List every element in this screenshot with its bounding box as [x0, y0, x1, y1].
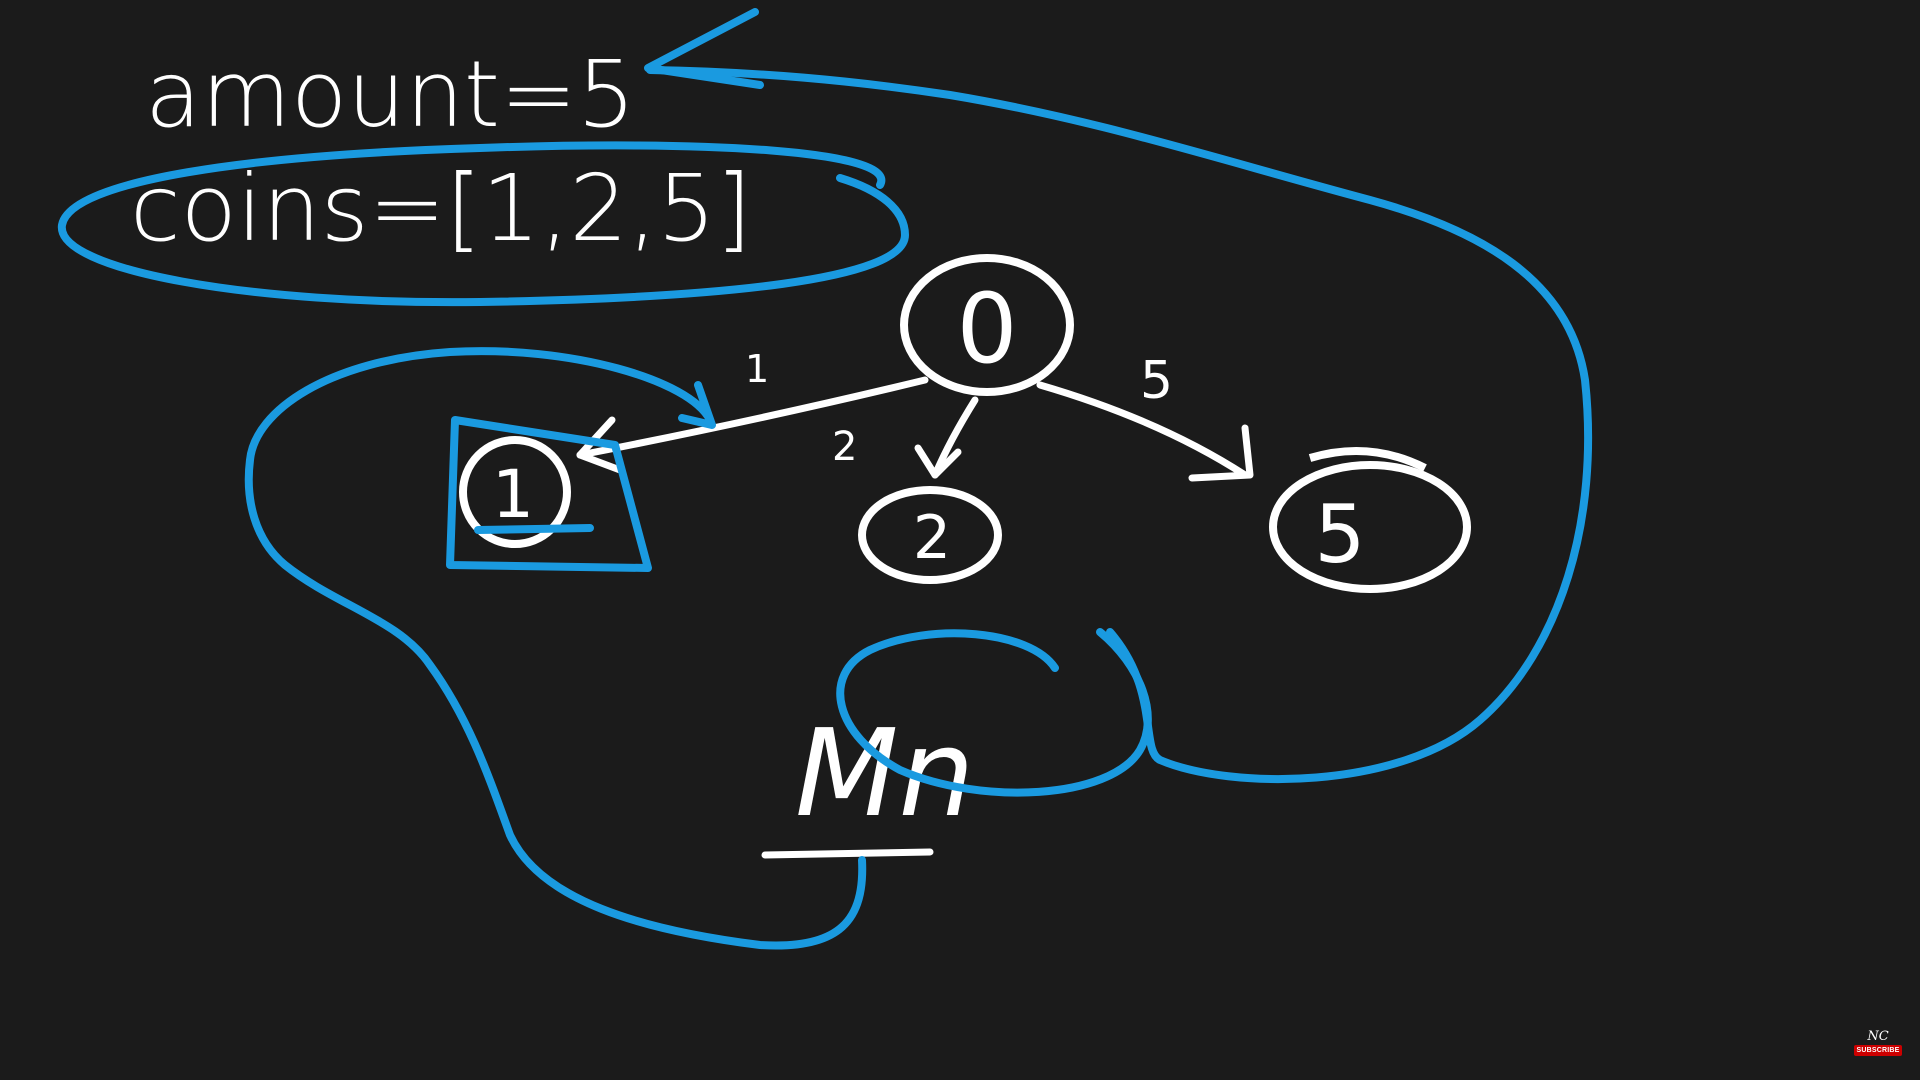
node-2-label: 2: [913, 503, 951, 573]
edge-root-to-1-arrowhead: [576, 416, 624, 474]
subscribe-label: SUBSCRIBE: [1854, 1045, 1902, 1056]
node-1-label: 1: [492, 456, 534, 533]
edge-root-to-5-arrowhead: [1188, 424, 1254, 482]
tree-edges: [576, 376, 1254, 482]
min-annotation: Mn: [795, 705, 975, 844]
highlight-strokes: [57, 8, 1593, 950]
node-root-circle: [900, 254, 1074, 396]
subscribe-button[interactable]: NC SUBSCRIBE: [1854, 1016, 1902, 1056]
subproblem-loop-arrowhead: [678, 381, 716, 429]
return-loop: [646, 66, 1593, 783]
node-1-highlight-box: [446, 416, 652, 572]
amount-label: amount=5: [145, 41, 636, 148]
tree-nodes: [459, 254, 1471, 593]
edge-label-5: 5: [1140, 351, 1173, 411]
coins-highlight-ellipse: [57, 141, 909, 307]
node-1-highlight-underline: [474, 524, 594, 534]
node-root-label: 0: [956, 273, 1017, 385]
edge-root-to-2-arrowhead: [914, 444, 962, 479]
coins-label: coins=[1,2,5]: [130, 155, 752, 262]
node-5-label: 5: [1315, 488, 1366, 581]
edge-root-to-5: [1036, 381, 1249, 479]
edge-root-to-2: [931, 396, 979, 479]
min-annotation-underline: [761, 848, 934, 859]
node-2-circle: [858, 486, 1002, 584]
node-1-circle: [459, 436, 571, 548]
channel-logo-icon: NC: [1867, 1029, 1889, 1044]
return-loop-arrowhead: [644, 8, 764, 89]
node-5-circle: [1269, 461, 1471, 593]
edge-label-1: 1: [745, 347, 769, 391]
edge-label-2: 2: [832, 424, 857, 470]
edge-root-to-1: [576, 376, 929, 459]
node-5-circle-overstroke: [1308, 446, 1427, 472]
subproblem-loop: [244, 347, 867, 950]
